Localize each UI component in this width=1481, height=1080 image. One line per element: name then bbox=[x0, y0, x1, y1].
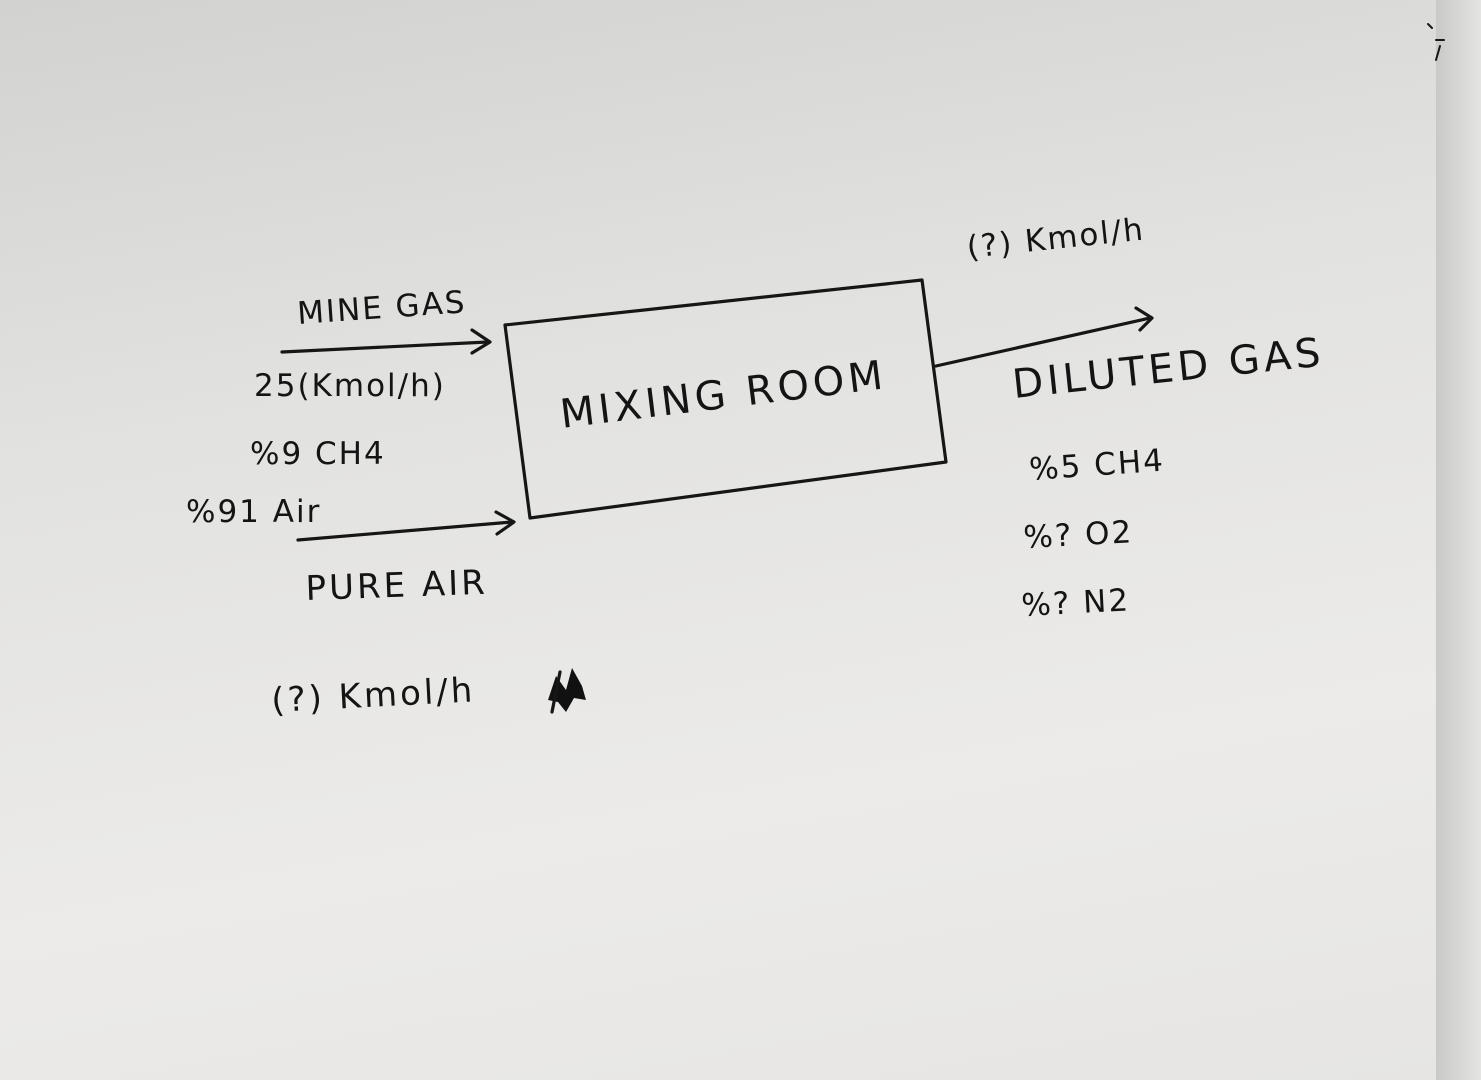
pure-air-flow: (?) Kmol/h bbox=[270, 670, 476, 721]
stray-pen-marks bbox=[1427, 23, 1445, 61]
paper-edge bbox=[1436, 0, 1481, 1080]
mine-gas-arrow bbox=[280, 328, 492, 355]
diluted-gas-label: DILUTED GAS bbox=[1010, 329, 1326, 407]
mixing-room-label: MIXING ROOM bbox=[558, 352, 890, 438]
mixing-room-box bbox=[503, 278, 948, 520]
mine-gas-air: %91 Air bbox=[186, 494, 321, 530]
diluted-gas-flow: (?) Kmol/h bbox=[965, 211, 1146, 265]
diluted-gas-n2: %? N2 bbox=[1021, 582, 1131, 624]
pure-air-arrow bbox=[296, 510, 516, 542]
mine-gas-ch4: %9 CH4 bbox=[250, 436, 386, 472]
diluted-gas-o2: %? O2 bbox=[1023, 514, 1135, 556]
mine-gas-flow: 25(Kmol/h) bbox=[254, 368, 446, 404]
diluted-gas-arrow bbox=[934, 306, 1154, 368]
diluted-gas-ch4: %5 CH4 bbox=[1028, 443, 1166, 488]
mine-gas-label: MINE GAS bbox=[296, 284, 468, 332]
pure-air-label: PURE AIR bbox=[305, 563, 489, 609]
ink-scribble bbox=[548, 668, 586, 714]
